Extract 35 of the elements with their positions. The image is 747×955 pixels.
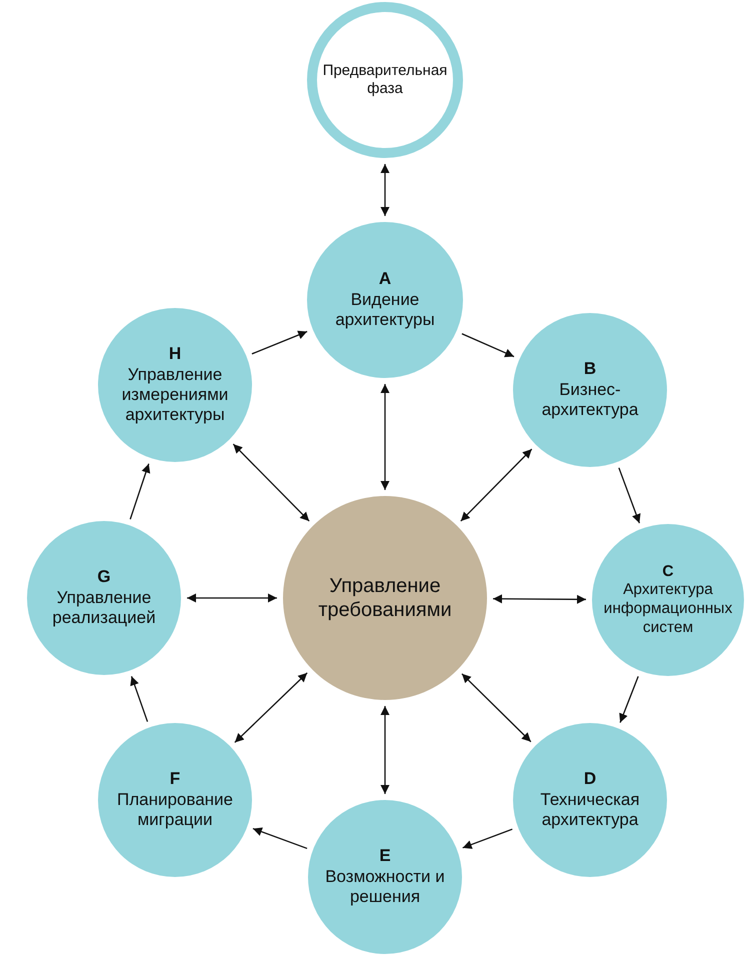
arrow xyxy=(130,676,148,722)
arrow xyxy=(493,594,586,604)
arrow xyxy=(380,706,390,794)
arrow xyxy=(461,673,532,742)
phase-letter: A xyxy=(378,269,392,290)
arrow xyxy=(187,594,277,602)
phase-letter: C xyxy=(661,562,675,582)
phase-label: Управление измерениями архитектуры xyxy=(120,364,230,426)
arrow xyxy=(252,827,308,850)
arrow xyxy=(234,672,308,743)
phase-letter: G xyxy=(96,567,112,588)
arrow xyxy=(232,444,310,522)
arrow xyxy=(462,333,514,358)
phase-label: Видение архитектуры xyxy=(334,290,436,331)
phase-letter: E xyxy=(378,846,392,867)
arrow xyxy=(252,330,308,354)
arrow xyxy=(380,164,390,216)
phase-letter: D xyxy=(582,769,598,790)
phase-label: Бизнес-архитектура xyxy=(540,380,640,421)
arrow xyxy=(460,448,532,522)
arrow xyxy=(618,468,641,524)
phase-label: Архитектура информационных систем xyxy=(602,581,734,638)
phase-label: Планирование миграции xyxy=(116,790,234,831)
phase-label: Управление реализацией xyxy=(51,588,157,629)
phase-letter: F xyxy=(168,769,182,790)
arrow xyxy=(462,828,513,849)
arrow xyxy=(130,464,150,520)
phase-label: Предварительная фаза xyxy=(322,62,448,98)
phase-letter: H xyxy=(168,344,182,365)
phase-letter: B xyxy=(582,359,598,380)
arrow xyxy=(380,384,390,490)
arrow xyxy=(619,676,639,723)
phase-label: Управление требованиями xyxy=(317,574,453,622)
phase-label: Техническая архитектура xyxy=(539,790,641,831)
phase-label: Возможности и решения xyxy=(324,866,446,908)
